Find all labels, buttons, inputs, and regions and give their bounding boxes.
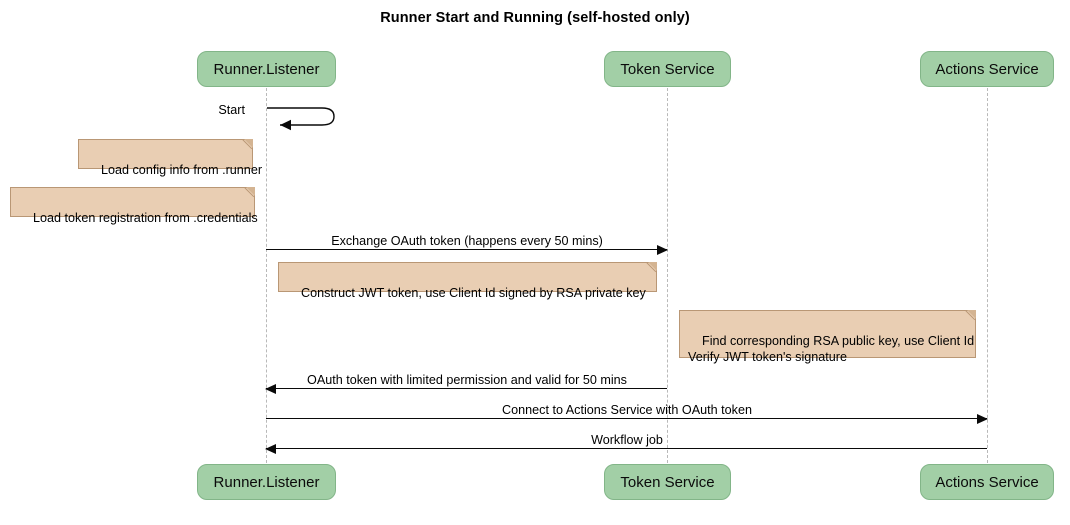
participant-label: Runner.Listener [213, 473, 320, 491]
arrowhead-right-icon [977, 414, 988, 424]
message-connect-actions-service[interactable] [266, 414, 988, 424]
lifeline-runner-listener [266, 88, 267, 463]
note-text: Load config info from .runner [101, 163, 263, 177]
note-text: Construct JWT token, use Client Id signe… [301, 286, 646, 300]
note-fold-edge-icon [964, 310, 976, 322]
lifeline-actions-service [987, 88, 988, 463]
participant-label: Token Service [620, 473, 715, 491]
participant-label: Actions Service [935, 473, 1039, 491]
arrowhead-right-icon [657, 245, 668, 255]
note-verify-jwt: Find corresponding RSA public key, use C… [679, 310, 976, 364]
note-fold-edge-icon [645, 262, 657, 274]
lifeline-token-service [667, 88, 668, 463]
message-label-oauth-token-response: OAuth token with limited permission and … [307, 373, 627, 387]
participant-token-service-top[interactable]: Token Service [604, 51, 731, 87]
page-title: Runner Start and Running (self-hosted on… [380, 10, 690, 26]
arrowhead-left-icon [265, 444, 276, 454]
message-label-workflow-job: Workflow job [591, 433, 663, 447]
note-text: Load token registration from .credential… [33, 211, 258, 225]
note-construct-jwt: Construct JWT token, use Client Id signe… [278, 262, 657, 300]
note-fold-edge-icon [241, 139, 253, 151]
note-text: Find corresponding RSA public key, use C… [688, 334, 975, 364]
participant-runner-listener-bottom[interactable]: Runner.Listener [197, 464, 336, 500]
message-oauth-token-response[interactable] [265, 384, 667, 394]
participant-label: Runner.Listener [213, 60, 320, 78]
note-load-config: Load config info from .runner [78, 139, 262, 177]
message-label-connect-actions-service: Connect to Actions Service with OAuth to… [502, 403, 752, 417]
participant-label: Actions Service [935, 60, 1039, 78]
message-exchange-oauth-token[interactable] [266, 245, 668, 255]
arrowhead-left-icon [265, 384, 276, 394]
participant-label: Token Service [620, 60, 715, 78]
message-label-exchange-oauth-token: Exchange OAuth token (happens every 50 m… [331, 234, 603, 248]
participant-token-service-bottom[interactable]: Token Service [604, 464, 731, 500]
note-fold-edge-icon [243, 187, 255, 199]
note-load-token-registration: Load token registration from .credential… [10, 187, 258, 225]
message-workflow-job[interactable] [265, 444, 987, 454]
message-label-start: Start [218, 103, 245, 117]
participant-runner-listener-top[interactable]: Runner.Listener [197, 51, 336, 87]
participant-actions-service-bottom[interactable]: Actions Service [920, 464, 1054, 500]
message-start-self-loop[interactable] [266, 103, 346, 135]
participant-actions-service-top[interactable]: Actions Service [920, 51, 1054, 87]
